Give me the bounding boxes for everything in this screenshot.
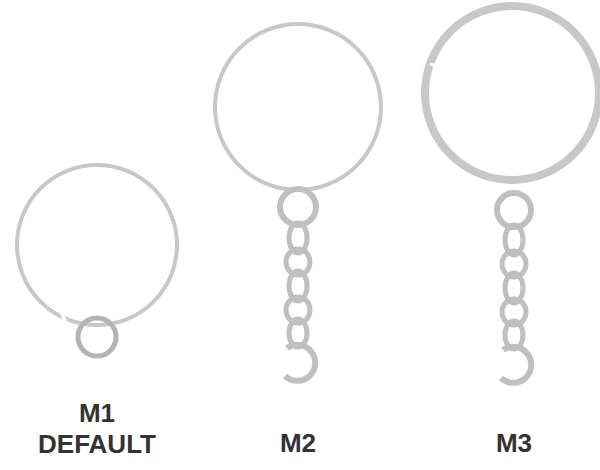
m2-keyring [215, 24, 381, 381]
m3-keyring [425, 6, 599, 383]
model-label: M1 DEFAULT [38, 398, 156, 460]
m1-keyring [17, 165, 177, 356]
model-label: M2 [280, 428, 316, 459]
model-label: M3 [496, 428, 532, 459]
